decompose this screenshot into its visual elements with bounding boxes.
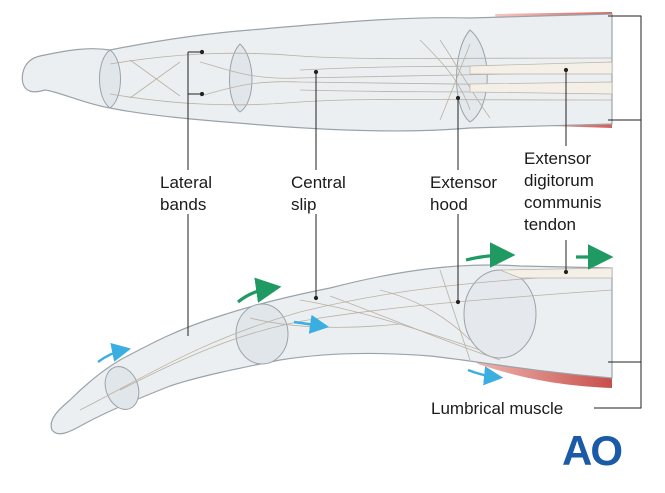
blue-arrow-3 (467, 366, 504, 386)
ao-logo: AO (562, 427, 623, 474)
label-extensor-hood: Extensor hood (430, 173, 498, 214)
label-lumbrical-muscle: Lumbrical muscle (431, 399, 564, 418)
label-central-slip: Central slip (291, 173, 346, 214)
leader-lines (187, 15, 642, 409)
finger-lateral-view (50, 264, 613, 435)
label-lateral-bands: Lateral bands (160, 173, 212, 214)
bracket-lumbrical (594, 361, 642, 409)
blue-arrow-1 (97, 342, 132, 363)
green-arrow-1 (237, 277, 282, 304)
motion-arrows (97, 242, 614, 386)
blue-arrow-2 (293, 314, 330, 334)
green-arrow-2 (465, 242, 516, 268)
bracket-top (608, 15, 642, 121)
label-extensor-digitorum-communis-tendon: Extensor digitorum communis tendon (524, 149, 602, 234)
